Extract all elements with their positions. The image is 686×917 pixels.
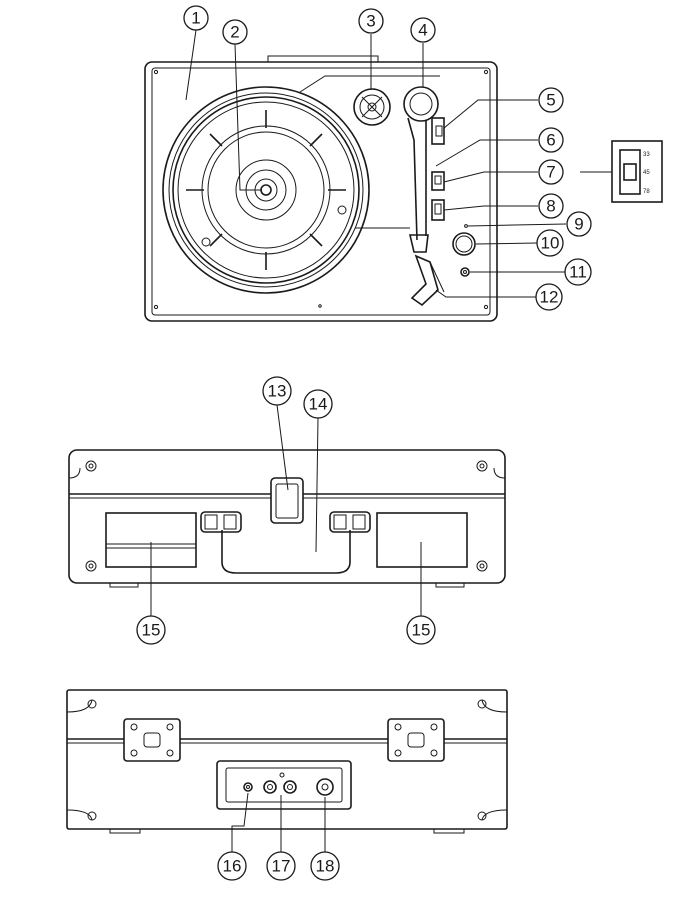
45-rpm-adapter[interactable] — [353, 88, 391, 126]
indicator-led — [464, 224, 468, 228]
speaker-right — [376, 512, 468, 568]
tonearm[interactable] — [403, 86, 445, 307]
screw — [483, 69, 489, 75]
case-outline — [68, 449, 506, 584]
screw — [153, 69, 159, 75]
svg-text:18: 18 — [316, 857, 335, 876]
svg-text:4: 4 — [418, 21, 427, 40]
screw — [318, 304, 322, 308]
latch[interactable] — [270, 477, 304, 524]
speed-option: 78 — [643, 189, 650, 195]
case-outline — [66, 689, 508, 830]
svg-text:8: 8 — [546, 197, 555, 216]
carry-handle[interactable] — [221, 530, 351, 574]
svg-text:1: 1 — [191, 9, 200, 28]
callout-11: 11 — [564, 258, 592, 286]
rca-output-right[interactable] — [283, 780, 297, 794]
aux-input-jack[interactable] — [243, 782, 253, 792]
svg-text:11: 11 — [569, 263, 587, 282]
headshell[interactable] — [410, 254, 439, 307]
counterweight[interactable] — [403, 86, 439, 122]
callout-5: 5 — [538, 87, 564, 113]
case-inner-panel — [151, 67, 491, 316]
svg-text:13: 13 — [268, 382, 287, 401]
svg-text:5: 5 — [546, 91, 555, 110]
case-outline — [144, 61, 498, 322]
callout-6: 6 — [538, 127, 564, 153]
callout-13: 13 — [262, 376, 292, 406]
svg-text:16: 16 — [223, 857, 242, 876]
lid-hinge — [267, 55, 379, 63]
callout-17: 17 — [266, 851, 296, 881]
rear-view — [66, 689, 508, 852]
speed-option: 33 — [643, 152, 650, 158]
callout-1: 1 — [183, 5, 209, 31]
callout-7: 7 — [538, 159, 564, 185]
svg-text:14: 14 — [309, 395, 328, 414]
svg-text:15: 15 — [142, 621, 161, 640]
headphone-jack[interactable] — [460, 267, 470, 277]
svg-text:17: 17 — [272, 857, 291, 876]
top-view: 33 45 78 — [144, 29, 663, 322]
callouts: 1 2 3 4 5 6 7 8 9 10 11 12 13 14 15 15 1… — [136, 5, 592, 881]
callout-18: 18 — [310, 851, 340, 881]
connector-panel — [216, 760, 352, 810]
svg-text:3: 3 — [366, 12, 375, 31]
svg-text:2: 2 — [230, 23, 239, 42]
speed-selector-detail: 33 45 78 — [611, 140, 663, 203]
speed-option: 45 — [643, 170, 650, 176]
callout-10: 10 — [536, 229, 564, 257]
svg-text:7: 7 — [546, 163, 555, 182]
callout-3: 3 — [358, 8, 384, 34]
hinge-right — [387, 718, 445, 762]
callout-15-left: 15 — [136, 615, 166, 645]
plinth-edge — [299, 75, 440, 93]
svg-text:9: 9 — [574, 215, 583, 234]
callout-15-right: 15 — [406, 615, 436, 645]
svg-text:12: 12 — [540, 288, 559, 307]
platter — [162, 86, 370, 294]
screw — [483, 304, 489, 310]
svg-text:15: 15 — [412, 621, 431, 640]
hinge-left — [123, 718, 181, 762]
callout-8: 8 — [538, 193, 564, 219]
callout-12: 12 — [535, 283, 563, 311]
svg-text:10: 10 — [541, 234, 560, 253]
handle-mount-left — [200, 511, 242, 533]
callout-9: 9 — [566, 211, 592, 237]
callout-2: 2 — [222, 19, 248, 45]
screw — [153, 304, 159, 310]
cue-lever[interactable] — [431, 199, 445, 221]
callout-14: 14 — [303, 389, 333, 419]
speed-selector-knob[interactable] — [623, 163, 637, 181]
dc-power-jack[interactable] — [316, 778, 334, 796]
callout-16: 16 — [217, 851, 247, 881]
volume-knob[interactable] — [452, 232, 476, 256]
rca-output-left[interactable] — [263, 780, 277, 794]
arm-rest[interactable] — [431, 117, 445, 145]
speed-switch[interactable] — [431, 171, 445, 191]
callout-4: 4 — [410, 17, 436, 43]
front-view — [68, 404, 506, 616]
svg-text:6: 6 — [546, 131, 555, 150]
